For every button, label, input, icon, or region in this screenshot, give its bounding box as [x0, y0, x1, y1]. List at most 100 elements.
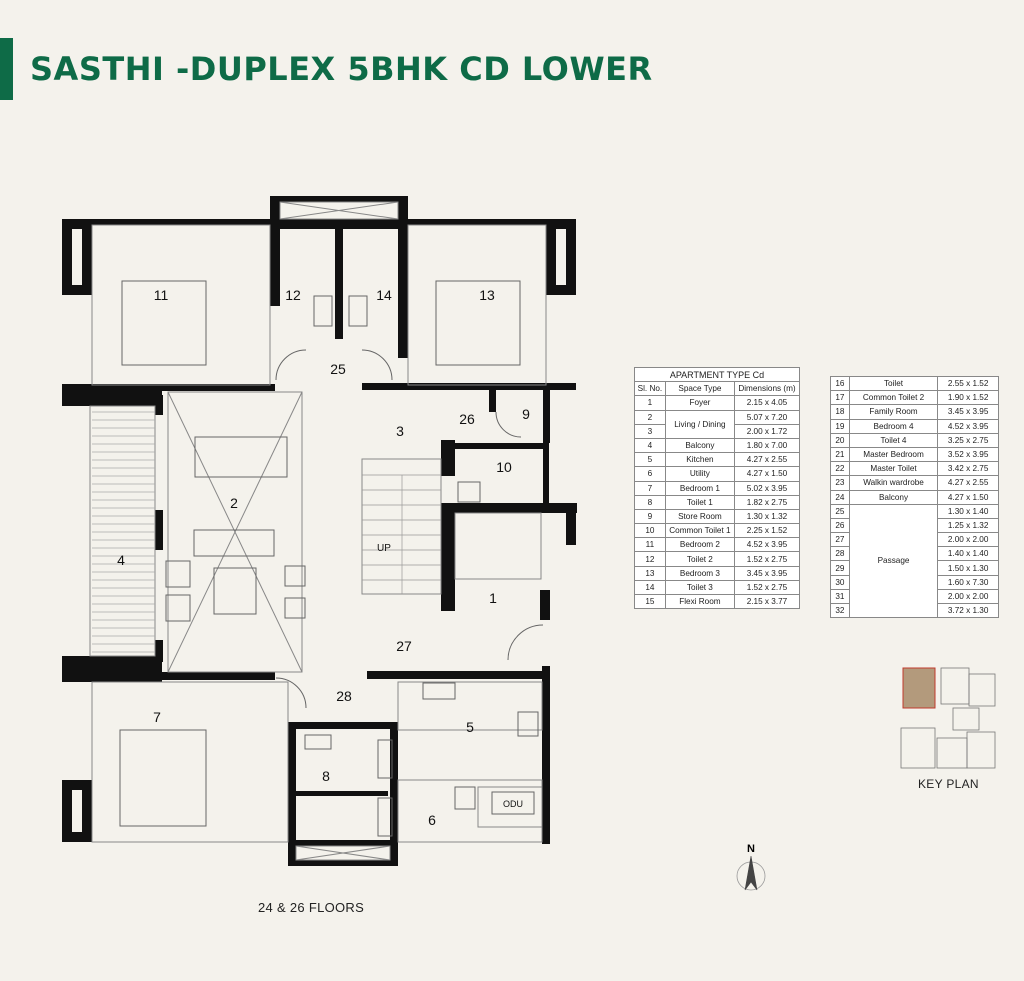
cell-slno: 17: [830, 390, 850, 406]
cell-slno: 19: [830, 418, 850, 434]
odu-label: ODU: [503, 799, 523, 809]
room-label-6: 6: [428, 812, 436, 828]
cell-slno: 16: [830, 375, 850, 392]
cell-dim: 1.52 x 2.75: [733, 579, 801, 596]
room-label-9: 9: [522, 406, 530, 422]
cell-dim: 4.27 x 1.50: [733, 466, 801, 482]
table-header: Sl. No. Space Type Dimensions (m): [634, 381, 801, 397]
cell-slno: 31: [830, 588, 850, 605]
cell-space: Toilet 2: [664, 551, 735, 567]
cell-dim: 2.00 x 2.00: [937, 532, 999, 548]
room-label-28: 28: [336, 688, 352, 704]
sink-2: [377, 797, 393, 837]
side-table-2: [284, 597, 306, 619]
table-title: APARTMENT TYPE Cd: [634, 366, 800, 383]
cell-space: Flexi Room: [664, 593, 735, 610]
room-label-1: 1: [489, 590, 497, 606]
cell-space: Master Bedroom: [848, 446, 939, 463]
cell-slno: 23: [830, 475, 850, 491]
page-title: SASTHI -DUPLEX 5BHK CD LOWER: [30, 50, 653, 88]
cell-slno: 21: [830, 446, 850, 463]
cell-dim: 4.52 x 3.95: [733, 537, 801, 553]
cell-slno: 20: [830, 432, 850, 448]
cell-slno: 9: [634, 508, 666, 525]
header-space: Space Type: [664, 381, 735, 397]
cell-slno: 29: [830, 560, 850, 576]
cell-slno: 18: [830, 404, 850, 420]
cell-dim: 4.27 x 2.55: [937, 475, 999, 491]
odu-box: [491, 791, 535, 815]
cell-dim: 1.30 x 1.32: [733, 508, 801, 525]
room-label-3: 3: [396, 423, 404, 439]
cell-slno: 28: [830, 546, 850, 562]
counter: [422, 682, 456, 700]
cell-space: Common Toilet 1: [664, 523, 735, 539]
north-compass-icon: N: [736, 843, 766, 891]
coffee-table: [213, 567, 257, 615]
cell-space: Common Toilet 2: [848, 390, 939, 406]
cell-space: Store Room: [664, 508, 735, 525]
cell-dim: 3.45 x 3.95: [733, 565, 801, 581]
cell-dim: 1.52 x 2.75: [733, 551, 801, 567]
door-28: [275, 677, 307, 709]
cell-dim: 1.60 x 7.30: [937, 574, 999, 590]
stair-up-label: UP: [377, 543, 391, 554]
cell-slno: 15: [634, 593, 666, 610]
cell-space: Balcony: [848, 489, 939, 505]
balcony-hatch: [92, 411, 155, 653]
hob: [517, 711, 539, 737]
bed-11: [121, 280, 207, 366]
cell-slno: 1: [634, 395, 666, 411]
cell-slno: 27: [830, 532, 850, 548]
washer: [454, 786, 476, 810]
room-label-13: 13: [479, 287, 495, 303]
cell-slno: 13: [634, 565, 666, 581]
cell-space: Bedroom 4: [848, 418, 939, 434]
cell-dim: 3.45 x 3.95: [937, 404, 999, 420]
room-label-7: 7: [153, 709, 161, 725]
cell-space: Living / Dining: [664, 409, 735, 439]
north-label: N: [747, 843, 755, 855]
cell-space: Toilet 4: [848, 432, 939, 448]
cell-slno: 24: [830, 489, 850, 505]
cell-dim: 5.02 x 3.95: [733, 480, 801, 496]
room-label-27: 27: [396, 638, 412, 654]
key-plan-highlight: [902, 667, 936, 709]
door-9: [495, 411, 522, 438]
cell-dim: 1.50 x 1.30: [937, 560, 999, 576]
armchair-1: [165, 560, 191, 588]
cell-dim: 5.07 x 7.20: [733, 409, 801, 425]
cell-slno: 32: [830, 602, 850, 619]
cell-slno: 10: [634, 523, 666, 539]
room-labels: 1 2 3 4 5 6 7 8 9 10 11 12 13 14 25 26 2…: [117, 287, 530, 828]
cell-dim: 3.42 x 2.75: [937, 461, 999, 477]
cell-dim: 2.25 x 1.52: [733, 523, 801, 539]
cell-space: Bedroom 2: [664, 537, 735, 553]
room-label-11: 11: [154, 287, 169, 303]
room-label-4: 4: [117, 552, 125, 568]
cell-slno: 25: [830, 503, 850, 519]
cell-dim: 1.90 x 1.52: [937, 390, 999, 406]
cell-space: Kitchen: [664, 452, 735, 468]
cell-space: Bedroom 3: [664, 565, 735, 581]
cell-slno: 11: [634, 537, 666, 553]
sofa: [193, 529, 275, 557]
table-row: 28 1.40 x 1.40: [830, 546, 999, 562]
door-27: [507, 624, 544, 661]
cell-dim: 1.40 x 1.40: [937, 546, 999, 562]
cell-slno: 26: [830, 517, 850, 534]
cell-slno: 30: [830, 574, 850, 590]
bed-7: [119, 729, 207, 827]
